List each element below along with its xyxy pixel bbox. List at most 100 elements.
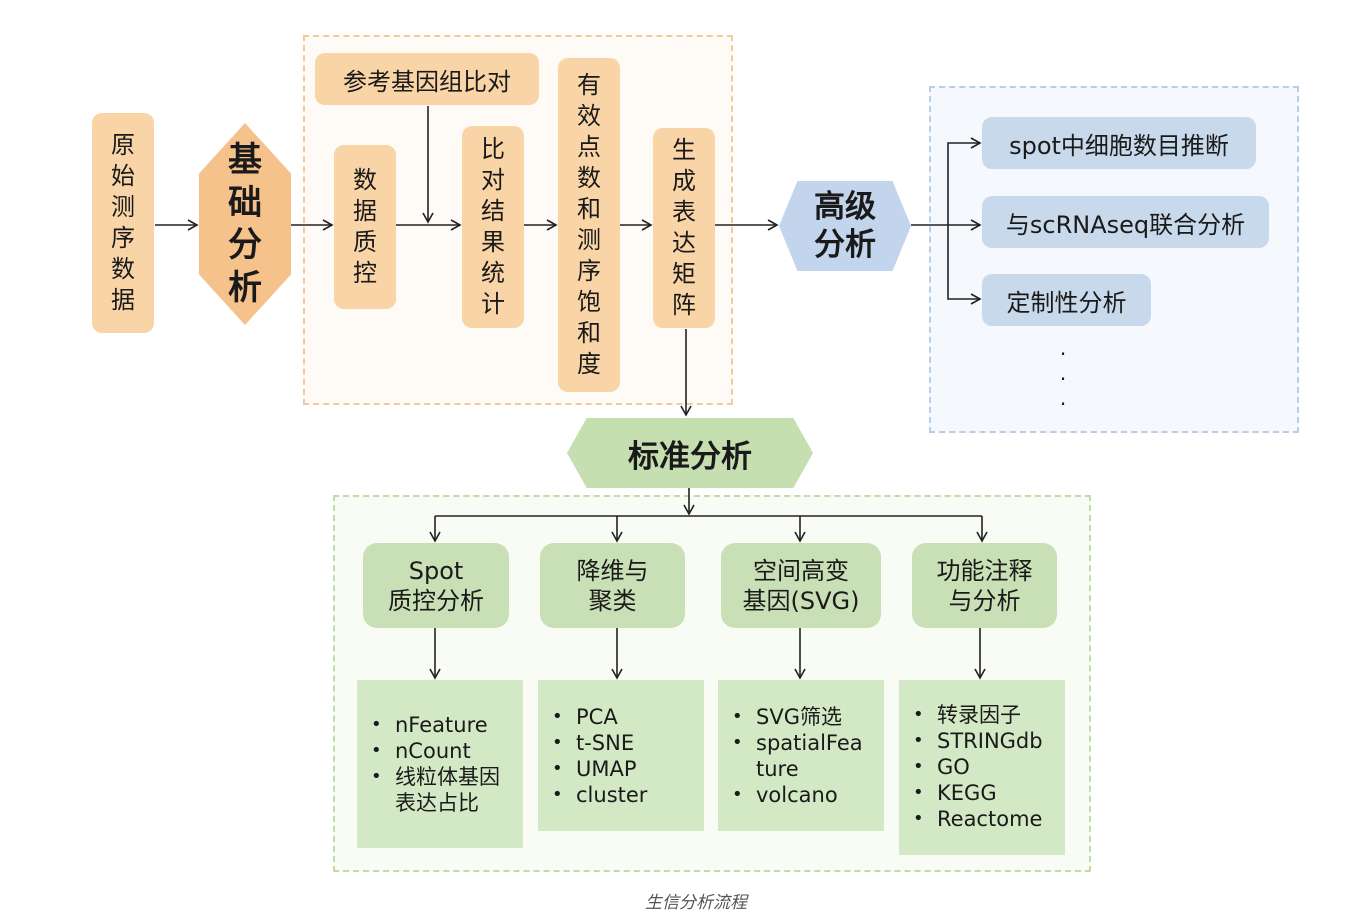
standard-item-title: Spot <box>408 556 464 585</box>
detail-list: 转录因子 STRINGdb GO KEGG Reactome <box>913 702 1055 832</box>
vertical-char: 果 <box>481 228 505 256</box>
vertical-char: 矩 <box>672 260 696 288</box>
advanced-item: spot中细胞数目推断 <box>982 117 1256 169</box>
detail-item: PCA <box>552 704 694 730</box>
align-stats-label: 比对结果统计 <box>481 134 505 320</box>
vertical-char: 效 <box>577 102 601 130</box>
detail-list-box: nFeature nCount 线粒体基因表达占比 <box>357 680 523 848</box>
vertical-char: 比 <box>481 135 505 163</box>
raw-data-label: 原始测序数据 <box>111 130 135 316</box>
vertical-char: 序 <box>111 224 135 252</box>
detail-list: SVG筛选 spatialFeature volcano <box>732 704 874 808</box>
vertical-char: 测 <box>577 226 601 254</box>
vertical-char: 点 <box>577 133 601 161</box>
raw-data-box: 原始测序数据 <box>92 113 154 333</box>
detail-item: Reactome <box>913 806 1055 832</box>
vertical-char: 生 <box>672 136 696 164</box>
ref-align-box: 参考基因组比对 <box>315 53 539 105</box>
advanced-analysis-node: 高级分析 <box>779 181 911 271</box>
align-stats-box: 比对结果统计 <box>462 126 524 328</box>
vertical-char: 成 <box>672 167 696 195</box>
detail-item: 线粒体基因表达占比 <box>371 764 503 816</box>
standard-item-title: 质控分析 <box>388 586 484 615</box>
figure-caption: 生信分析流程 <box>645 893 747 913</box>
vertical-char: 计 <box>481 290 505 318</box>
detail-item: GO <box>913 754 1055 780</box>
detail-list-box: PCA t-SNE UMAP cluster <box>538 680 704 831</box>
expr-matrix-box: 生成表达矩阵 <box>653 128 715 328</box>
vertical-char: 和 <box>577 319 601 347</box>
vertical-char: 有 <box>577 71 601 99</box>
standard-item-box: Spot 质控分析 <box>363 543 509 628</box>
vertical-char: 数 <box>353 166 377 194</box>
detail-item: nCount <box>371 738 513 764</box>
expr-matrix-label: 生成表达矩阵 <box>672 135 696 321</box>
vertical-char: 度 <box>577 350 601 378</box>
vertical-char: 统 <box>481 259 505 287</box>
vertical-char: 饱 <box>577 288 601 316</box>
advanced-item-label: 定制性分析 <box>1006 288 1127 317</box>
ellipsis-label: ··· <box>1053 342 1073 417</box>
standard-item-title: 功能注释 <box>936 556 1033 585</box>
vertical-char: 础 <box>228 182 262 223</box>
detail-list-box: SVG筛选 spatialFeature volcano <box>718 680 884 831</box>
vertical-char: 序 <box>577 257 601 285</box>
vertical-char: 分 <box>228 225 262 265</box>
basic-analysis-label: 基础分析 <box>228 139 262 309</box>
vertical-char: 阵 <box>672 291 696 319</box>
detail-item: STRINGdb <box>913 728 1055 754</box>
detail-item: t-SNE <box>552 730 694 756</box>
vertical-char: 表 <box>672 198 696 226</box>
vertical-char: 原 <box>111 131 135 159</box>
advanced-item: 定制性分析 <box>982 274 1151 326</box>
valid-spots-box: 有效点数和测序饱和度 <box>558 58 620 392</box>
vertical-char: 对 <box>481 166 505 194</box>
valid-spots-label: 有效点数和测序饱和度 <box>577 70 601 380</box>
standard-item-title: 降维与 <box>576 556 649 585</box>
vertical-char: 数 <box>577 164 601 192</box>
detail-item: 转录因子 <box>913 702 1055 728</box>
advanced-analysis-label: 高级分析 <box>814 189 876 263</box>
vertical-char: 控 <box>353 259 377 287</box>
detail-item: KEGG <box>913 780 1055 806</box>
detail-list: PCA t-SNE UMAP cluster <box>552 704 694 808</box>
standard-item-title: 聚类 <box>588 586 637 615</box>
ref-align-label: 参考基因组比对 <box>343 67 511 96</box>
vertical-char: · <box>1059 392 1067 416</box>
advanced-item-label: spot中细胞数目推断 <box>1009 131 1229 160</box>
vertical-char: 和 <box>577 195 601 223</box>
detail-item: spatialFeature <box>732 730 868 782</box>
standard-item-title: 空间高变 <box>753 556 849 585</box>
standard-analysis-node: 标准分析 <box>567 418 813 488</box>
standard-item-box: 功能注释 与分析 <box>912 543 1057 628</box>
detail-item: SVG筛选 <box>732 704 874 730</box>
vertical-char: 析 <box>228 267 262 308</box>
standard-item-box: 降维与 聚类 <box>540 543 685 628</box>
standard-item-title: 与分析 <box>948 586 1021 615</box>
data-qc-box: 数据质控 <box>334 145 396 309</box>
vertical-char: 据 <box>353 197 377 225</box>
vertical-char: · <box>1059 367 1067 391</box>
advanced-item-label: 与scRNAseq联合分析 <box>1005 210 1246 239</box>
vertical-char: 达 <box>672 229 696 257</box>
detail-list: nFeature nCount 线粒体基因表达占比 <box>371 712 513 816</box>
detail-item: cluster <box>552 782 694 808</box>
detail-item: UMAP <box>552 756 694 782</box>
vertical-char: 据 <box>111 286 135 314</box>
standard-item-title: 基因(SVG) <box>742 586 860 615</box>
vertical-char: · <box>1059 342 1067 366</box>
ellipsis-dots: ··· <box>1053 342 1073 417</box>
advanced-item: 与scRNAseq联合分析 <box>982 196 1269 248</box>
vertical-char: 结 <box>481 197 505 225</box>
standard-analysis-label: 标准分析 <box>628 438 752 475</box>
vertical-char: 基 <box>228 140 262 180</box>
standard-item-box: 空间高变 基因(SVG) <box>721 543 881 628</box>
detail-item: nFeature <box>371 712 513 738</box>
vertical-char: 始 <box>111 162 135 190</box>
data-qc-label: 数据质控 <box>353 165 377 289</box>
vertical-char: 测 <box>111 193 135 221</box>
detail-item: volcano <box>732 782 874 808</box>
vertical-char: 质 <box>353 228 377 256</box>
